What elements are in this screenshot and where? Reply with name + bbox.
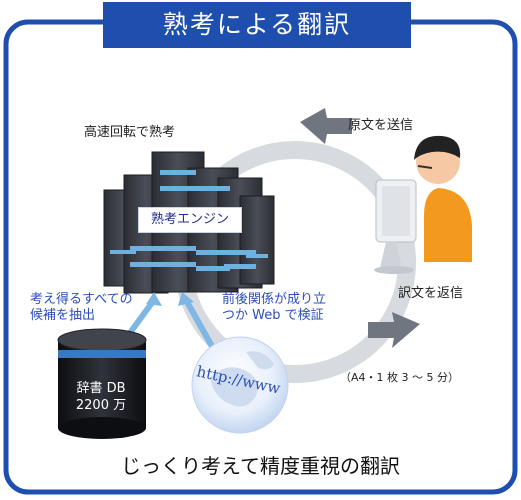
cycle-arrowhead-top-icon [300, 108, 352, 144]
web-check-label-line1: 前後関係が成り立 [222, 292, 327, 307]
database-icon [57, 328, 147, 439]
bottom-caption: じっくり考えて精度重視の翻訳 [121, 454, 400, 478]
database-label-line2: 2200 万 [75, 398, 127, 413]
server-rack [239, 195, 275, 285]
server-lights [110, 170, 268, 271]
high-speed-label: 高速回転で熟考 [84, 125, 176, 140]
web-check-label-line2: つか Web で検証 [222, 308, 324, 323]
person-icon [414, 135, 472, 262]
candidates-label-line2: 候補を抽出 [30, 308, 96, 323]
return-translation-label: 訳文を返信 [398, 286, 464, 301]
page-title: 熟考による翻訳 [103, 2, 411, 48]
rate-label: （A4・1 枚 3 〜 5 分） [340, 371, 460, 384]
database-label-line1: 辞書 DB [76, 381, 126, 396]
monitor-icon [374, 179, 417, 274]
cycle-arrowhead-right-icon [368, 312, 420, 348]
send-original-label: 原文を送信 [348, 118, 414, 133]
candidates-label-line1: 考え得るすべての [30, 292, 133, 307]
database-label: 辞書 DB 2200 万 [56, 380, 146, 414]
engine-label: 熟考エンジン [138, 207, 242, 233]
globe-icon [191, 336, 289, 434]
